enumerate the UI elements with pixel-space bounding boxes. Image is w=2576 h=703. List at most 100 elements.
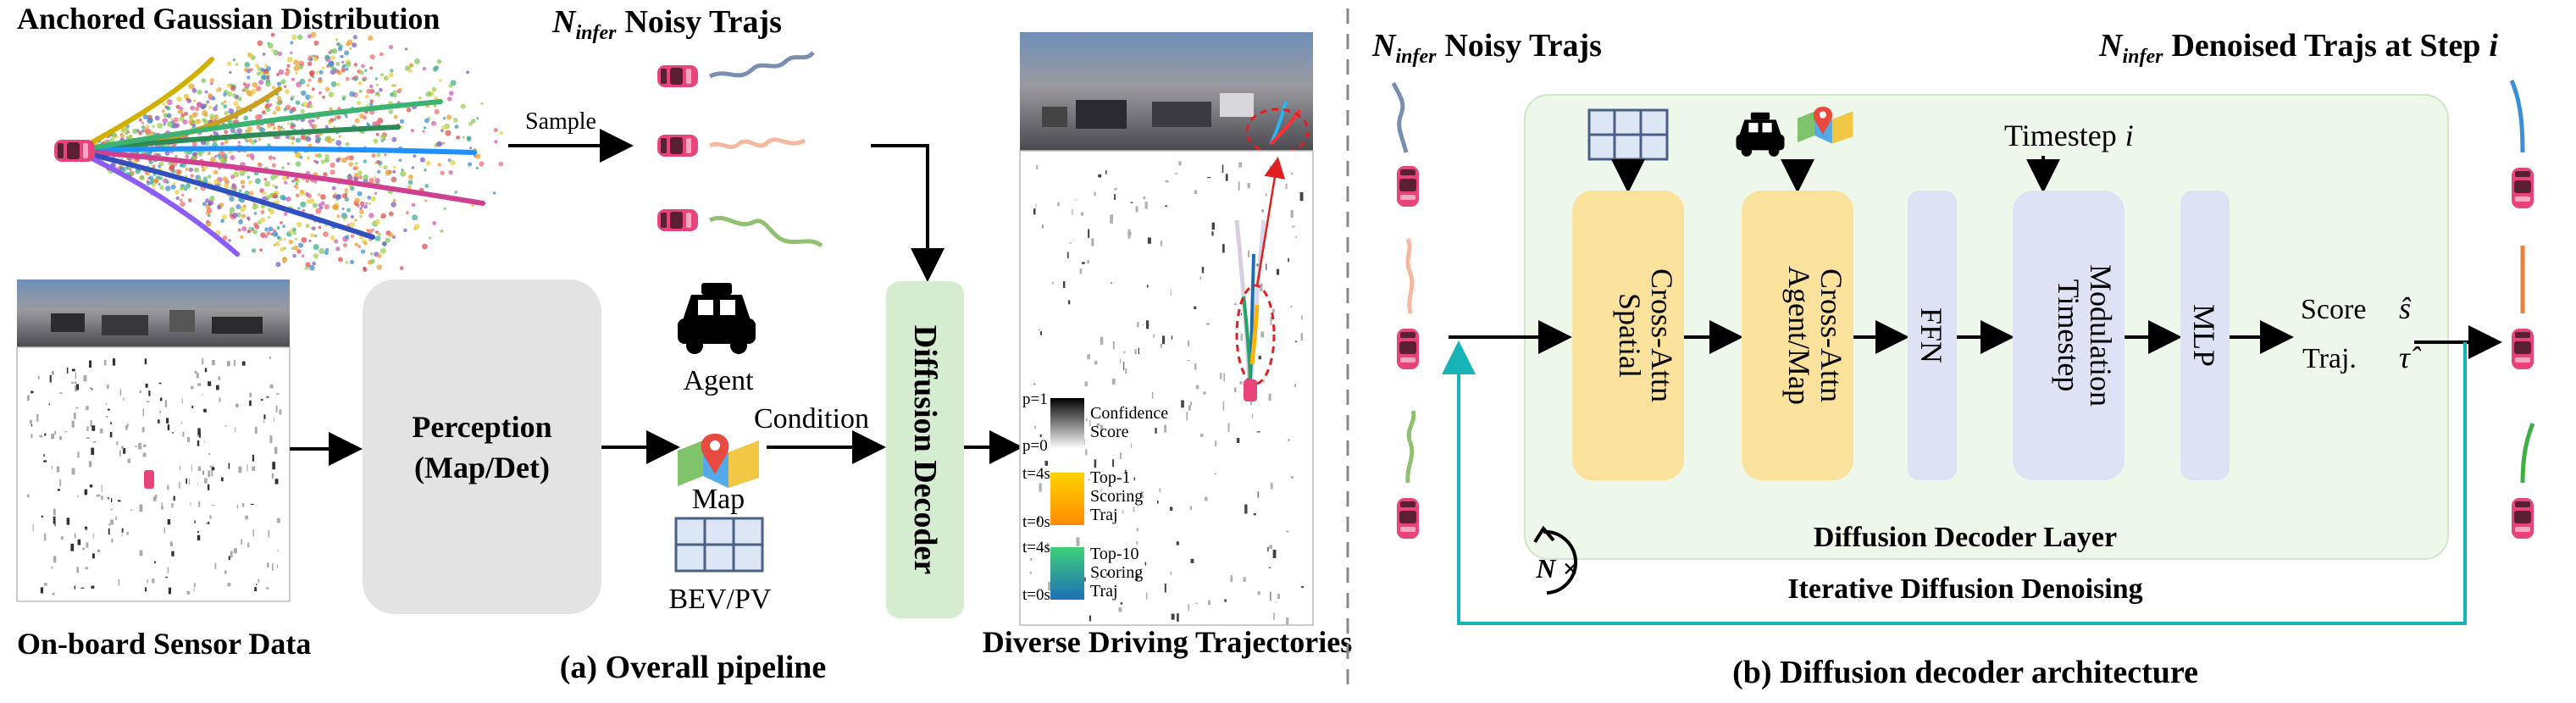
bev-point	[89, 360, 91, 368]
bev-point	[209, 515, 212, 519]
diffusion-decoder-box	[886, 281, 964, 618]
bev-point	[204, 368, 208, 373]
scatter-point	[373, 175, 376, 179]
output-point	[1095, 578, 1098, 579]
bev-point	[274, 446, 278, 454]
bev-point	[267, 562, 269, 567]
scatter-point	[233, 101, 239, 107]
bev-point	[105, 416, 108, 418]
scatter-point	[306, 156, 311, 160]
scatter-point	[298, 60, 305, 67]
scatter-point	[302, 254, 305, 257]
scatter-point	[454, 125, 459, 130]
scatter-point	[275, 262, 281, 268]
scatter-point	[297, 34, 303, 41]
output-point	[1189, 506, 1192, 510]
bev-point	[276, 564, 278, 569]
agent-label-2: Cross-Attn	[1814, 268, 1848, 402]
bev-point	[88, 461, 92, 468]
scatter-point	[474, 153, 481, 159]
scatter-point	[201, 78, 207, 84]
scatter-point	[273, 157, 276, 160]
bev-point	[250, 503, 254, 505]
output-point	[1110, 282, 1113, 285]
scatter-point	[282, 224, 285, 228]
bev-point	[159, 410, 161, 413]
scatter-point	[175, 104, 180, 109]
bev-point	[147, 579, 148, 584]
scatter-point	[368, 102, 374, 107]
bev-point	[73, 412, 76, 419]
bev-point	[44, 433, 47, 436]
scatter-point	[334, 191, 337, 196]
scatter-point	[383, 75, 389, 81]
scatter-point	[318, 225, 322, 230]
scatter-point	[272, 86, 275, 90]
bev-point	[126, 532, 129, 535]
scatter-point	[275, 106, 281, 112]
svg-text:p=1: p=1	[1022, 390, 1048, 408]
scatter-point	[330, 48, 335, 53]
scatter-point	[180, 202, 186, 208]
scatter-point	[296, 222, 302, 228]
bev-point	[279, 409, 282, 415]
output-point	[1067, 300, 1071, 305]
scatter-point	[208, 201, 213, 206]
scatter-point	[249, 191, 254, 196]
scatter-point	[254, 224, 260, 230]
scatter-point	[259, 248, 263, 252]
scatter-point	[190, 174, 195, 178]
denoised-car-icon	[2512, 329, 2534, 369]
output-point	[1241, 313, 1243, 316]
bev-point	[219, 397, 221, 403]
scatter-point	[344, 50, 350, 56]
scatter-point	[354, 242, 359, 246]
bev-point	[97, 494, 100, 497]
output-point	[1131, 443, 1133, 449]
bev-point	[121, 446, 124, 450]
bev-point	[44, 583, 47, 586]
scatter-point	[267, 216, 270, 219]
scatter-point	[335, 246, 341, 252]
scatter-point	[350, 234, 355, 239]
scatter-point	[388, 109, 393, 114]
output-point	[1048, 581, 1051, 590]
bev-point	[51, 465, 53, 469]
bev-point	[241, 503, 245, 507]
scatter-point	[389, 44, 394, 50]
bev-point	[203, 408, 207, 412]
scatter-point	[443, 207, 446, 211]
scatter-point	[370, 258, 375, 264]
scatter-point	[428, 236, 432, 240]
output-point	[1248, 250, 1249, 257]
output-point	[1112, 341, 1115, 350]
scatter-point	[324, 158, 330, 163]
scatter-point	[398, 158, 402, 162]
scatter-point	[152, 125, 155, 128]
scatter-point	[391, 202, 396, 208]
scatter-point	[285, 175, 290, 180]
scatter-point	[363, 267, 368, 272]
small-map-icon	[1798, 107, 1853, 144]
bev-point	[75, 372, 77, 379]
output-point	[1089, 615, 1092, 622]
output-point	[1286, 530, 1289, 533]
output-legend-text: p=1 p=0 Confidence Score t=4s t=0s Top-1…	[1022, 390, 1168, 604]
bev-point	[167, 424, 170, 430]
scatter-point	[255, 63, 259, 68]
scatter-point	[202, 103, 208, 108]
output-point	[1042, 224, 1044, 229]
scatter-point	[310, 54, 314, 58]
bev-point	[83, 374, 87, 382]
scatter-point	[302, 208, 306, 213]
scatter-point	[186, 97, 189, 101]
output-point	[1123, 351, 1126, 353]
scatter-point	[393, 93, 397, 97]
bev-point	[127, 423, 129, 427]
bev-point	[118, 578, 120, 586]
scatter-point	[456, 136, 460, 140]
bev-point	[70, 543, 75, 551]
scatter-point	[276, 73, 280, 77]
bev-point	[186, 590, 191, 595]
